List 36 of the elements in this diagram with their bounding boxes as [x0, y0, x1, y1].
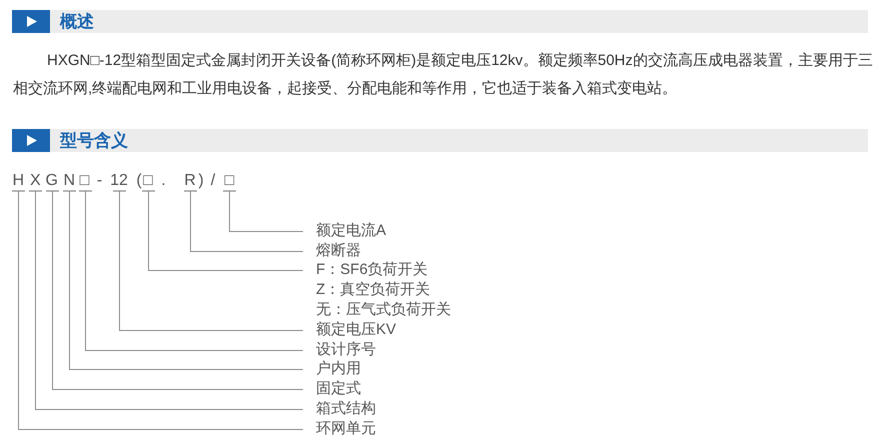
meaning-text: Z：真空负荷开关 [316, 281, 430, 299]
section-band [12, 10, 868, 33]
leader-line [222, 190, 304, 232]
meaning-text: 箱式结构 [316, 400, 376, 418]
code-symbol: - [96, 171, 102, 190]
meaning-text: 无：压气式负荷开关 [316, 301, 451, 319]
meaning-text: 熔断器 [316, 242, 361, 260]
leader-line [62, 190, 304, 370]
code-letter: □ [143, 171, 153, 190]
code-letter: □ [80, 171, 90, 190]
leader-line [141, 190, 304, 271]
code-letter: □ [224, 171, 234, 190]
section-title: 概述 [60, 11, 94, 33]
leader-line [78, 190, 304, 351]
code-letter: X [30, 171, 41, 190]
code-symbol: . [161, 171, 166, 190]
code-symbol: / [210, 171, 216, 190]
code-symbol: ) [198, 171, 204, 190]
code-symbol: ( [136, 171, 142, 190]
leader-line [183, 190, 304, 252]
section-band [12, 129, 868, 152]
meaning-text: 额定电压KV [316, 321, 396, 339]
meaning-text: F：SF6负荷开关 [316, 261, 428, 279]
code-letter: R [184, 171, 196, 190]
code-letter: 12 [110, 171, 128, 190]
meaning-text: 户内用 [316, 360, 361, 378]
leader-line [112, 190, 304, 331]
section-title: 型号含义 [60, 130, 128, 152]
intro-paragraph: HXGN□-12型箱型固定式金属封闭开关设备(简称环网柜)是额定电压12kv。额定频率50Hz的交流高压成电器装置，主要用于三相交流环网,终端配电网和工业用电设备，起接受、分配电能和等作用，它也适于装备入箱式变电站。 [13, 51, 874, 99]
code-letter: N [64, 171, 76, 190]
meaning-text: 额定电流A [316, 222, 386, 240]
meaning-text: 环网单元 [316, 420, 376, 438]
code-letter: H [12, 171, 24, 190]
code-letter: G [45, 171, 58, 190]
meaning-text: 设计序号 [316, 340, 376, 358]
meaning-text: 固定式 [316, 380, 361, 398]
